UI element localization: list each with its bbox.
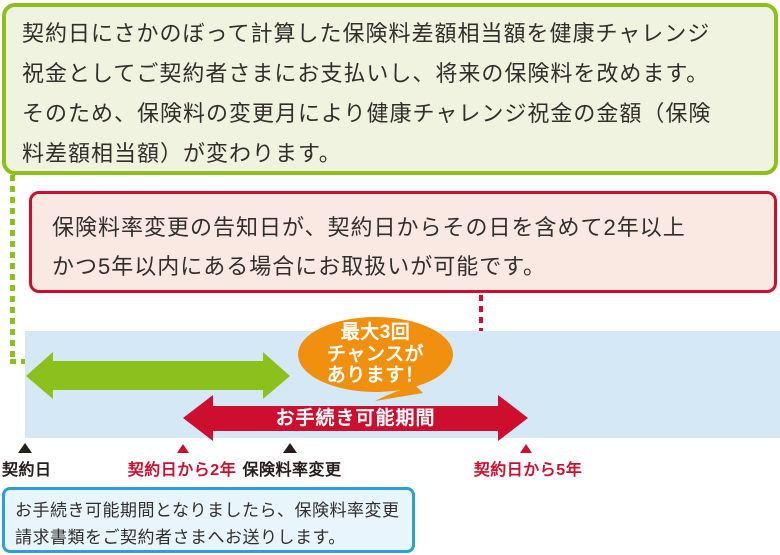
- condition-text-line: 保険料率変更の告知日が、契約日からその日を含めて2年以上: [52, 215, 686, 240]
- rate-change-label: 保険料率変更: [242, 462, 342, 479]
- bubble-text-line: 最大3回: [340, 322, 411, 343]
- notice-text-line: お手続き可能期間となりましたら、保険料率変更: [15, 501, 400, 520]
- contract-date-marker-icon: [18, 443, 32, 453]
- procedure-period-arrow: [183, 395, 528, 441]
- procedure-period-label: お手続き可能期間: [275, 408, 436, 429]
- intro-text-line: 契約日にさかのぼって計算した保険料差額相当額を健康チャレンジ: [22, 21, 711, 46]
- condition-text-line: かつ5年以内にある場合にお取扱いが可能です。: [52, 254, 547, 279]
- bubble-text-line: チャンスが: [327, 343, 424, 365]
- rate-change-marker-icon: [283, 443, 297, 453]
- chance-bubble: 最大3回 チャンスが あります！: [298, 317, 453, 392]
- five-year-label: 契約日から5年: [473, 462, 583, 479]
- intro-text-line: そのため、保険料の変更月により健康チャレンジ祝金の金額（保険: [22, 101, 712, 126]
- two-year-label: 契約日から2年: [127, 462, 237, 479]
- intro-text-line: 祝金としてご契約者さまにお支払いし、将来の保険料を改めます。: [22, 61, 710, 86]
- five-year-marker-icon: [520, 444, 532, 453]
- contract-date-label: 契約日: [2, 462, 52, 479]
- notice-text-line: 請求書類をご契約者さまへお送りします。: [15, 528, 346, 547]
- contract-period-arrow: [26, 352, 290, 399]
- green-dotted-connector-vertical: [10, 175, 15, 361]
- bubble-text-line: あります！: [326, 365, 425, 386]
- intro-box: 契約日にさかのぼって計算した保険料差額相当額を健康チャレンジ 祝金としてご契約者…: [2, 3, 778, 175]
- intro-text-line: 料差額相当額）が変わります。: [22, 141, 342, 166]
- two-year-marker-icon: [177, 444, 189, 453]
- bubble-tail-icon: [375, 385, 423, 401]
- condition-box: 保険料率変更の告知日が、契約日からその日を含めて2年以上 かつ5年以内にある場合…: [29, 191, 777, 293]
- notice-box: お手続き可能期間となりましたら、保険料率変更 請求書類をご契約者さまへお送りしま…: [2, 487, 415, 553]
